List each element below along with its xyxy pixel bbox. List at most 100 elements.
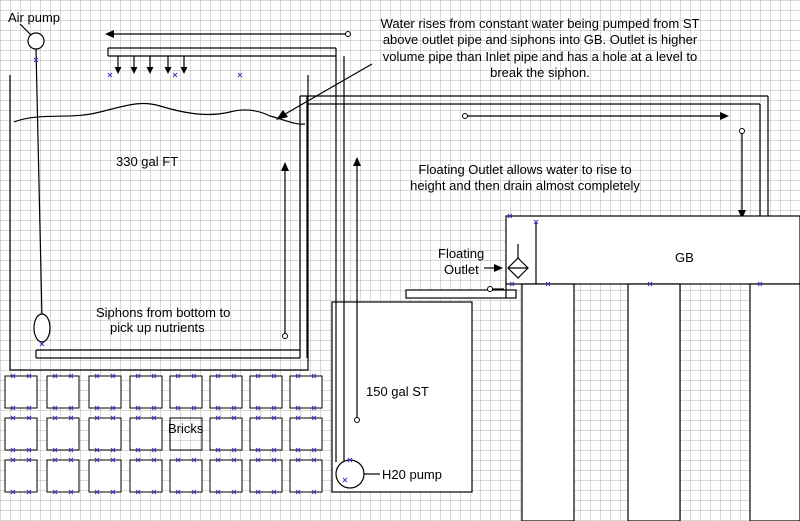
siphons-label-line2: pick up nutrients (110, 320, 205, 335)
connection-marker (94, 447, 100, 453)
brick (46, 417, 80, 451)
bricks (4, 375, 323, 493)
h2o-pump-icon[interactable] (335, 459, 365, 489)
connection-marker (68, 489, 74, 495)
connection-marker (295, 405, 301, 411)
svg-text:Water rises from constant wate: Water rises from constant water being pu… (381, 16, 700, 31)
connection-marker (68, 373, 74, 379)
floating-outlet-arrow-icon (494, 264, 503, 272)
connection-marker (26, 457, 32, 463)
connection-marker (757, 281, 763, 287)
connection-marker (347, 457, 353, 463)
connection-marker (191, 457, 197, 463)
connection-marker (311, 457, 317, 463)
connection-marker (10, 405, 16, 411)
connection-marker (110, 489, 116, 495)
siphon-up-arrow-icon (281, 162, 289, 171)
air-pump-icon[interactable] (27, 32, 45, 50)
brick (169, 459, 203, 493)
brick (289, 375, 323, 409)
connection-marker (311, 415, 317, 421)
connection-marker (10, 447, 16, 453)
connection-marker (295, 489, 301, 495)
water-surface (13, 102, 306, 125)
connection-marker (110, 457, 116, 463)
connection-marker (52, 457, 58, 463)
floating-outlet-label-line1: Floating (438, 246, 484, 261)
fish-tank[interactable] (9, 75, 309, 371)
connection-marker (255, 489, 261, 495)
fish-tank-label: 330 gal FT (116, 154, 178, 169)
brick (129, 417, 163, 451)
connection-marker (135, 373, 141, 379)
sump-tank[interactable] (331, 301, 473, 493)
brick (249, 459, 283, 493)
connection-marker (271, 405, 277, 411)
inlet-left-arrow-icon (105, 30, 114, 38)
sump-tank-label: 150 gal ST (366, 384, 429, 399)
connection-marker (311, 373, 317, 379)
svg-text:above outlet pipe and siphons: above outlet pipe and siphons into GB. O… (383, 32, 698, 47)
connection-marker (215, 489, 221, 495)
brick (169, 375, 203, 409)
siphon-intake-icon (282, 333, 288, 339)
connection-marker (231, 447, 237, 453)
connection-marker (231, 415, 237, 421)
connection-marker (10, 415, 16, 421)
grow-bed-label: GB (675, 250, 694, 265)
grow-bed[interactable] (505, 215, 800, 285)
brick (289, 417, 323, 451)
connection-marker (68, 457, 74, 463)
connection-marker (52, 489, 58, 495)
brick (209, 459, 243, 493)
connection-marker (151, 405, 157, 411)
connection-marker (295, 415, 301, 421)
connection-marker (215, 457, 221, 463)
brick (88, 459, 122, 493)
connection-marker (33, 57, 39, 63)
svg-text:height and then drain almost c: height and then drain almost completely (410, 178, 640, 193)
connection-marker (175, 405, 181, 411)
brick (129, 375, 163, 409)
connection-marker (151, 447, 157, 453)
connection-marker (26, 415, 32, 421)
connection-marker (52, 447, 58, 453)
connection-marker (533, 219, 539, 225)
connection-marker (135, 415, 141, 421)
connection-marker (647, 281, 653, 287)
brick (4, 417, 38, 451)
bricks-label: Bricks (168, 421, 204, 436)
connection-marker (135, 489, 141, 495)
connection-marker (26, 373, 32, 379)
connection-marker (255, 373, 261, 379)
connection-marker (172, 72, 178, 78)
connection-marker (10, 489, 16, 495)
connection-marker (175, 457, 181, 463)
connection-marker (255, 415, 261, 421)
brick (169, 417, 203, 451)
connection-marker (237, 72, 243, 78)
outlet-right-arrow-icon (720, 112, 729, 120)
connection-marker (26, 405, 32, 411)
air-stone-icon (33, 313, 51, 343)
connection-marker (94, 405, 100, 411)
connection-marker (110, 405, 116, 411)
connection-marker (175, 373, 181, 379)
connection-marker (151, 415, 157, 421)
connection-marker (295, 447, 301, 453)
brick (88, 375, 122, 409)
connection-marker (94, 373, 100, 379)
connection-marker (135, 457, 141, 463)
brick (46, 459, 80, 493)
grow-bed-leg-2 (627, 283, 681, 521)
connection-marker (255, 405, 261, 411)
connection-marker (110, 415, 116, 421)
connection-marker (215, 447, 221, 453)
floating-outlet-note: Floating Outlet allows water to rise to … (410, 162, 640, 193)
connection-marker (94, 457, 100, 463)
connection-marker (52, 405, 58, 411)
connection-marker (52, 415, 58, 421)
brick (289, 459, 323, 493)
brick (209, 417, 243, 451)
